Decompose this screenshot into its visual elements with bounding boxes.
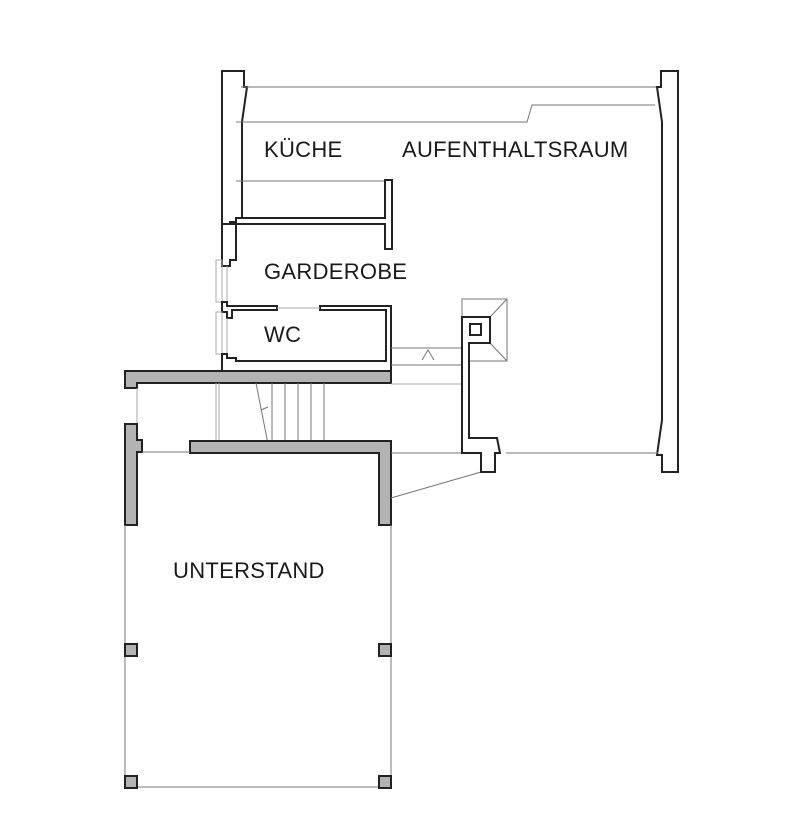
- room-label-garderobe: GARDEROBE: [264, 259, 408, 284]
- column: [124, 775, 138, 789]
- stair-upper-wall: [124, 370, 392, 389]
- chimney-column: [461, 298, 508, 473]
- room-label-kueche: KÜCHE: [264, 137, 343, 162]
- staircase: [136, 382, 325, 445]
- room-label-wc: WC: [264, 322, 302, 347]
- ramp-passage: [390, 347, 658, 499]
- kitchen-partition-wall: [235, 179, 393, 250]
- unterstand-walls: [124, 423, 392, 526]
- room-label-aufenthaltsraum: AUFENTHALTSRAUM: [402, 137, 629, 162]
- room-label-unterstand: UNTERSTAND: [173, 558, 325, 583]
- unterstand-columns: [124, 643, 392, 789]
- garderobe-wc-left-wall: [215, 223, 392, 372]
- column: [124, 643, 138, 657]
- right-exterior-wall: [655, 70, 679, 473]
- column: [378, 775, 392, 789]
- column: [378, 643, 392, 657]
- upper-room-outline: [236, 86, 659, 182]
